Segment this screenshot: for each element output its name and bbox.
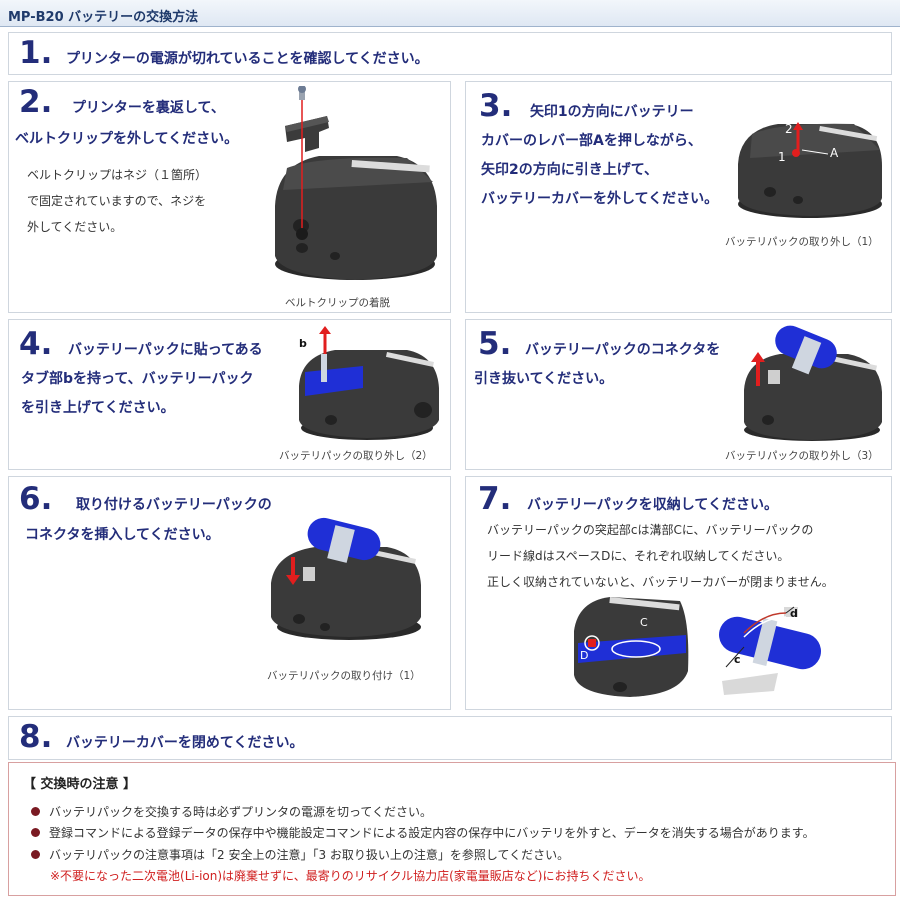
step-4-heading-line1: バッテリーパックに貼ってある: [67, 342, 263, 358]
step-6-heading-line2: コネクタを挿入してください。: [25, 527, 220, 543]
step-2-body-line: 外してください。: [27, 220, 123, 234]
caution-title: 【 交換時の注意 】: [23, 777, 137, 792]
battery-pull-illustration: [299, 326, 439, 440]
step-2-heading-line1: プリンターを裏返して、: [71, 100, 225, 116]
step-1-box: 1. プリンターの電源が切れていることを確認してください。: [8, 32, 892, 75]
caution-panel: 【 交換時の注意 】 バッテリパックを交換する時は必ずプリンタの電源を切ってくだ…: [8, 762, 896, 896]
step-1-number: 1.: [19, 35, 53, 71]
caution-item-text: バッテリパックを交換する時は必ずプリンタの電源を切ってください。: [49, 805, 433, 819]
caution-item-text: 登録コマンドによる登録データの保存中や機能設定コマンドによる設定内容の保存中にバ…: [49, 826, 815, 840]
step-7-body-line: リード線dはスペースDに、それぞれ収納してください。: [487, 549, 790, 563]
step-2-caption: ベルトクリップの着脱: [285, 297, 390, 309]
battery-pack-illustration: [719, 606, 821, 695]
step-3-heading-line4: バッテリーカバーを外してください。: [481, 191, 719, 207]
step-8-text: バッテリーカバーを閉めてください。: [65, 735, 304, 751]
arrow-2-label: 2: [785, 122, 793, 136]
connector-insert-illustration: [271, 517, 421, 640]
lead-d-label: d: [790, 607, 798, 620]
step-3-heading-line1: 矢印1の方向にバッテリー: [529, 104, 694, 120]
step-3-box: 3. 矢印1の方向にバッテリー カバーのレバー部Aを押しながら、 矢印2の方向に…: [465, 81, 892, 313]
bullet-icon: [31, 850, 40, 859]
caution-item: バッテリパックの注意事項は「2 安全上の注意」「3 お取り扱い上の注意」を参照し…: [31, 846, 569, 863]
connector-pull-illustration: [744, 325, 882, 441]
step-5-box: 5. バッテリーパックのコネクタを 引き抜いてください。 バッテリパックの取り外…: [465, 319, 892, 470]
step-4-caption: バッテリパックの取り外し（2）: [279, 450, 433, 462]
step-3-number: 3.: [479, 88, 513, 124]
step-5-heading-line2: 引き抜いてください。: [474, 371, 614, 387]
page-title: MP-B20 バッテリーの交換方法: [0, 0, 900, 27]
caution-item: 登録コマンドによる登録データの保存中や機能設定コマンドによる設定内容の保存中にバ…: [31, 824, 815, 841]
step-5-heading-line1: バッテリーパックのコネクタを: [524, 342, 721, 358]
battery-stowed-illustration: [574, 597, 689, 697]
tab-b-label: b: [299, 337, 307, 350]
step-2-box: 2. プリンターを裏返して、 ベルトクリップを外してください。 ベルトクリップは…: [8, 81, 451, 313]
step-6-box: 6. 取り付けるバッテリーパックの コネクタを挿入してください。 バッテリパック…: [8, 476, 451, 710]
step-2-body-line: ベルトクリップはネジ（１箇所）: [27, 168, 208, 182]
recycle-warning: ※不要になった二次電池(Li-ion)は廃棄せずに、最寄りのリサイクル協力店(家…: [50, 869, 651, 883]
step-7-box: 7. バッテリーパックを収納してください。 バッテリーパックの突起部cは溝部Cに…: [465, 476, 892, 710]
groove-c-label: C: [640, 616, 648, 629]
bullet-icon: [31, 828, 40, 837]
space-d-label: D: [580, 649, 589, 662]
step-5-caption: バッテリパックの取り外し（3）: [725, 450, 879, 462]
bullet-icon: [31, 807, 40, 816]
step-4-heading-line2: タブ部bを持って、バッテリーパック: [21, 371, 254, 387]
step-3-heading-line2: カバーのレバー部Aを押しながら、: [481, 133, 702, 149]
step-4-heading-line3: を引き上げてください。: [21, 400, 175, 416]
step-7-number: 7.: [478, 481, 512, 517]
arrow-1-label: 1: [778, 150, 786, 164]
step-7-body-line: 正しく収納されていないと、バッテリーカバーが閉まりません。: [487, 575, 834, 589]
caution-item: バッテリパックを交換する時は必ずプリンタの電源を切ってください。: [31, 803, 432, 820]
battery-cover-illustration: [738, 122, 882, 218]
caution-item-text: バッテリパックの注意事項は「2 安全上の注意」「3 お取り扱い上の注意」を参照し…: [49, 848, 570, 862]
protrusion-c-label: c: [734, 653, 741, 666]
step-2-heading-line2: ベルトクリップを外してください。: [15, 131, 239, 147]
step-3-caption: バッテリパックの取り外し（1）: [725, 236, 879, 248]
step-7-heading-line1: バッテリーパックを収納してください。: [526, 497, 778, 513]
step-8-box: 8. バッテリーカバーを閉めてください。: [8, 716, 892, 760]
step-2-number: 2.: [19, 84, 53, 120]
step-2-body-line: で固定されていますので、ネジを: [27, 194, 207, 208]
step-1-text: プリンターの電源が切れていることを確認してください。: [65, 51, 429, 67]
step-6-number: 6.: [19, 481, 53, 517]
step-6-heading-line1: 取り付けるバッテリーパックの: [75, 497, 272, 513]
lever-a-label: A: [830, 146, 839, 160]
step-7-body-line: バッテリーパックの突起部cは溝部Cに、バッテリーパックの: [487, 523, 814, 537]
step-5-number: 5.: [478, 326, 512, 362]
step-4-number: 4.: [19, 326, 53, 362]
belt-clip-illustration: [275, 86, 437, 280]
step-8-number: 8.: [19, 719, 53, 755]
step-3-heading-line3: 矢印2の方向に引き上げて、: [481, 162, 659, 178]
step-4-box: 4. バッテリーパックに貼ってある タブ部bを持って、バッテリーパック を引き上…: [8, 319, 451, 470]
step-6-caption: バッテリパックの取り付け（1）: [267, 670, 421, 682]
